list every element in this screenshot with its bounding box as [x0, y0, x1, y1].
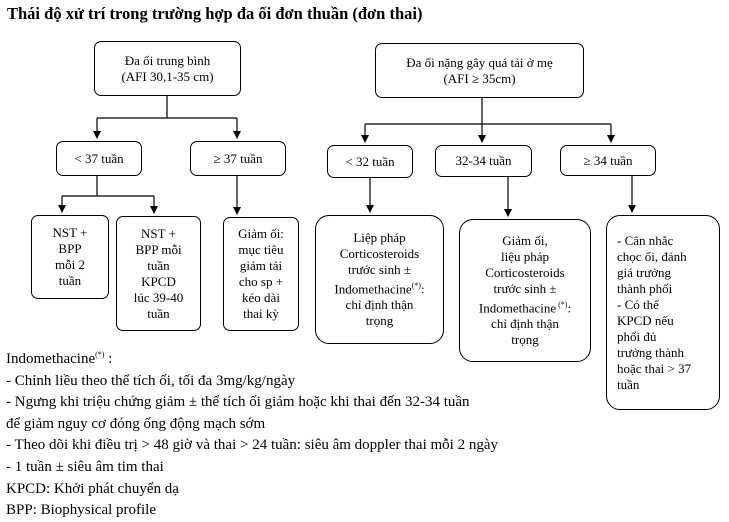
over-34-weeks-label: ≥ 34 tuần	[583, 152, 633, 168]
note-line-2: - Ngưng khi triệu chứng giảm ± thể tích …	[6, 394, 470, 411]
over-37-weeks-box: ≥ 37 tuần	[190, 141, 286, 176]
note-line-4: - Theo dõi khi điều trị > 48 giờ và thai…	[6, 437, 498, 454]
indomethacine-heading: Indomethacine(*) :	[6, 350, 113, 367]
weeks-32-34-box: 32-34 tuần	[435, 145, 532, 177]
footnote-marker: (*)	[95, 350, 105, 359]
note-line-3: để giảm nguy cơ đóng ống động mạch sớm	[6, 415, 266, 432]
therapy-32-34-box: Giảm ối, liệu pháp Corticosteroids trước…	[459, 219, 591, 362]
page-title: Thái độ xử trí trong trường hợp đa ối đơ…	[7, 4, 423, 23]
consider-over-34-box: - Cân nhắc chọc ối, đánh giá trưởng thàn…	[606, 215, 720, 410]
severe-polyhydramnios-label: Đa ối nặng gây quá tải ở mẹ (AFI ≥ 35cm)	[406, 54, 553, 86]
over-37-weeks-label: ≥ 37 tuần	[213, 150, 263, 166]
under-32-weeks-label: < 32 tuần	[345, 153, 395, 169]
note-line-1: - Chỉnh liều theo thể tích ối, tối đa 3m…	[6, 372, 296, 389]
weeks-32-34-label: 32-34 tuần	[455, 153, 512, 168]
note-line-5: - 1 tuần ± siêu âm tim thai	[6, 458, 164, 475]
over-34-weeks-box: ≥ 34 tuần	[560, 145, 656, 176]
abbrev-kpcd: KPCD: Khởi phát chuyển dạ	[6, 480, 179, 497]
abbrev-bpp: BPP: Biophysical profile	[6, 502, 156, 519]
nst-bpp-weekly-kpcd-box: NST + BPP mỗi tuần KPCD lúc 39-40 tuần	[116, 216, 201, 331]
under-37-weeks-box: < 37 tuần	[56, 141, 142, 176]
moderate-polyhydramnios-box: Đa ối trung bình (AFI 30,1-35 cm)	[94, 41, 241, 96]
footnote-marker: (*)	[556, 299, 568, 309]
nst-bpp-biweekly-box: NST + BPP mỗi 2 tuần	[31, 215, 109, 299]
reduce-fluid-box: Giảm ối: mục tiêu giảm tải cho sp + kéo …	[223, 217, 299, 331]
under-32-weeks-box: < 32 tuần	[327, 145, 413, 178]
severe-polyhydramnios-box: Đa ối nặng gây quá tải ở mẹ (AFI ≥ 35cm)	[375, 43, 584, 98]
moderate-polyhydramnios-label: Đa ối trung bình (AFI 30,1-35 cm)	[121, 52, 214, 84]
footnote-marker: (*)	[411, 280, 421, 290]
under-37-weeks-label: < 37 tuần	[74, 150, 124, 166]
nst-bpp-biweekly-label: NST + BPP mỗi 2 tuần	[52, 225, 88, 288]
footnotes: Indomethacine(*) : - Chỉnh liều theo thể…	[6, 344, 498, 522]
nst-bpp-weekly-kpcd-label: NST + BPP mỗi tuần KPCD lúc 39-40 tuần	[133, 225, 184, 321]
reduce-fluid-label: Giảm ối: mục tiêu giảm tải cho sp + kéo …	[238, 226, 284, 321]
therapy-under-32-label: Liệp pháp Corticosteroids trước sinh ± I…	[334, 229, 425, 329]
therapy-under-32-box: Liệp pháp Corticosteroids trước sinh ± I…	[315, 215, 444, 344]
consider-over-34-label: - Cân nhắc chọc ối, đánh giá trưởng thàn…	[617, 232, 692, 392]
therapy-32-34-label: Giảm ối, liệu pháp Corticosteroids trước…	[478, 232, 572, 348]
